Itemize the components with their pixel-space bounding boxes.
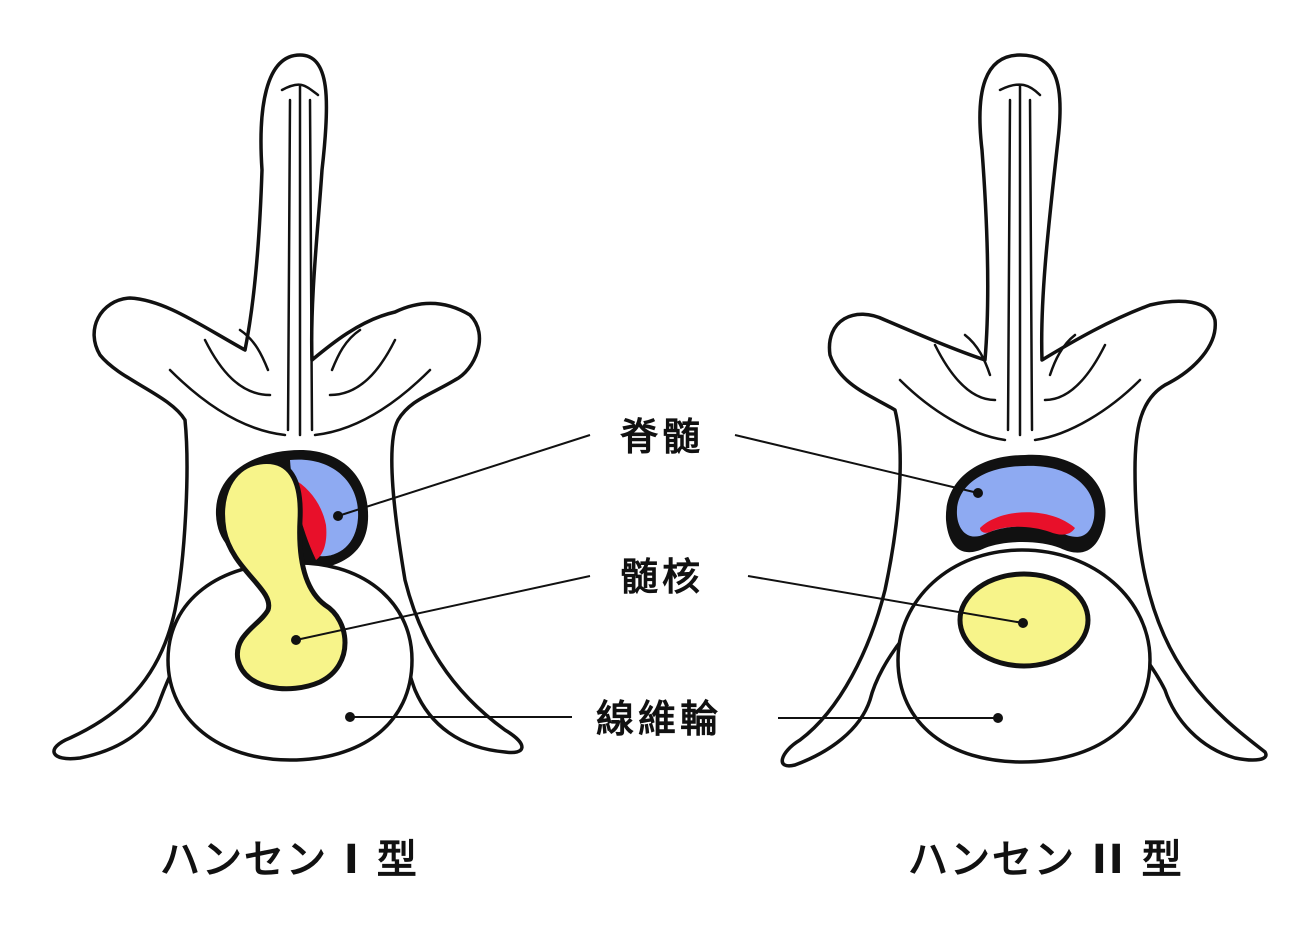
vertebra-type1 bbox=[52, 53, 524, 762]
spinal-cord-compressed-type2 bbox=[980, 512, 1075, 535]
leader-lines bbox=[291, 434, 1028, 723]
caption-type1: ハンセン I 型 bbox=[160, 837, 419, 883]
spinous-groove bbox=[280, 83, 320, 437]
caption-type2: ハンセン II 型 bbox=[908, 837, 1184, 883]
arch-lines-2 bbox=[898, 333, 1142, 442]
label-spinal-cord: 脊髄 bbox=[620, 415, 704, 459]
label-nucleus-pulposus: 髄核 bbox=[620, 555, 704, 599]
label-annulus-fibrosus: 線維輪 bbox=[596, 697, 722, 741]
nucleus-type1 bbox=[220, 459, 348, 692]
arch-lines bbox=[168, 328, 432, 437]
spinous-groove-2 bbox=[998, 83, 1042, 437]
vertebra-type2 bbox=[780, 53, 1268, 768]
